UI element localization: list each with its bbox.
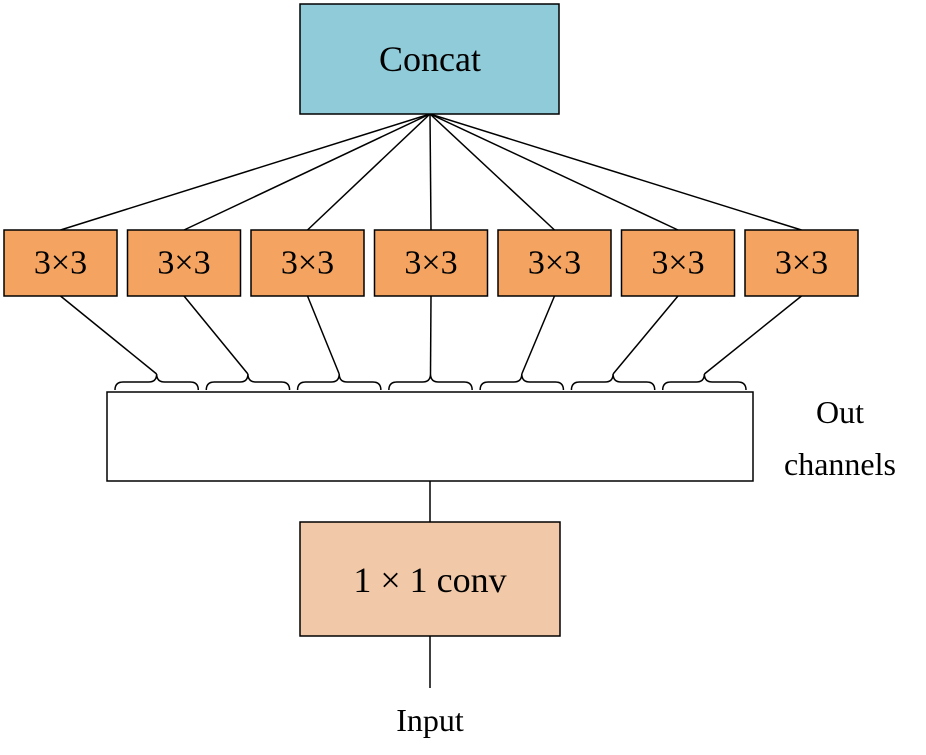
brace-line-2 bbox=[183, 295, 249, 375]
pointwise-conv-box bbox=[299, 521, 561, 637]
conv3x3-node-5: 3×3 bbox=[497, 229, 612, 297]
concat-line-1 bbox=[60, 113, 431, 231]
conv3x3-label: 3×3 bbox=[775, 245, 828, 282]
concat-connector-lines bbox=[60, 113, 802, 231]
out-channels-label-line2: channels bbox=[784, 446, 896, 482]
conv3x3-node-2: 3×3 bbox=[126, 229, 242, 297]
pointwise-conv-label: 1 × 1 conv bbox=[353, 560, 506, 600]
conv3x3-label: 3×3 bbox=[404, 245, 457, 282]
pointwise-conv-node: 1 × 1 conv bbox=[299, 521, 561, 637]
conv3x3-node-7: 3×3 bbox=[744, 229, 859, 297]
brace-line-1 bbox=[60, 295, 158, 375]
concat-line-7 bbox=[429, 113, 802, 231]
channel-braces bbox=[114, 373, 747, 391]
channel-brace-7 bbox=[661, 373, 747, 391]
concat-line-5 bbox=[429, 113, 556, 231]
channel-block bbox=[106, 391, 754, 482]
conv3x3-label: 3×3 bbox=[281, 245, 334, 282]
concat-line-3 bbox=[306, 113, 431, 231]
conv3x3-label: 3×3 bbox=[157, 245, 210, 282]
conv3x3-box bbox=[744, 229, 859, 297]
concat-box bbox=[299, 3, 560, 115]
conv3x3-node-4: 3×3 bbox=[373, 229, 489, 297]
out-channels-label-line1: Out bbox=[816, 394, 864, 430]
conv3x3-label: 3×3 bbox=[34, 245, 87, 282]
conv3x3-label: 3×3 bbox=[651, 245, 704, 282]
channel-brace-2 bbox=[205, 373, 291, 391]
concat-line-4 bbox=[429, 113, 432, 231]
channel-brace-1 bbox=[114, 373, 200, 391]
channel-brace-3 bbox=[296, 373, 382, 391]
brace-connector-lines bbox=[60, 295, 802, 375]
channel-brace-6 bbox=[570, 373, 656, 391]
concat-line-6 bbox=[429, 113, 679, 231]
concat-node: Concat bbox=[299, 3, 560, 115]
conv3x3-box bbox=[373, 229, 489, 297]
conv3x3-box bbox=[497, 229, 612, 297]
conv3x3-box bbox=[126, 229, 242, 297]
channel-brace-5 bbox=[479, 373, 565, 391]
conv3x3-box bbox=[3, 229, 118, 297]
concat-line-2 bbox=[183, 113, 431, 231]
conv3x3-node-1: 3×3 bbox=[3, 229, 118, 297]
concat-label: Concat bbox=[379, 39, 481, 79]
conv3x3-node-6: 3×3 bbox=[620, 229, 736, 297]
conv3x3-label: 3×3 bbox=[528, 245, 581, 282]
conv3x3-box bbox=[250, 229, 365, 297]
brace-line-6 bbox=[612, 295, 679, 375]
channel-brace-4 bbox=[388, 373, 473, 391]
brace-line-4 bbox=[429, 295, 432, 375]
conv3x3-box bbox=[620, 229, 736, 297]
brace-line-3 bbox=[306, 295, 340, 375]
brace-line-7 bbox=[703, 295, 802, 375]
conv3x3-node-3: 3×3 bbox=[250, 229, 365, 297]
conv-box-row: 3×3 3×3 3×3 3×3 3×3 3×3 3×3 bbox=[3, 229, 859, 297]
brace-line-5 bbox=[521, 295, 556, 375]
input-label: Input bbox=[396, 702, 464, 738]
